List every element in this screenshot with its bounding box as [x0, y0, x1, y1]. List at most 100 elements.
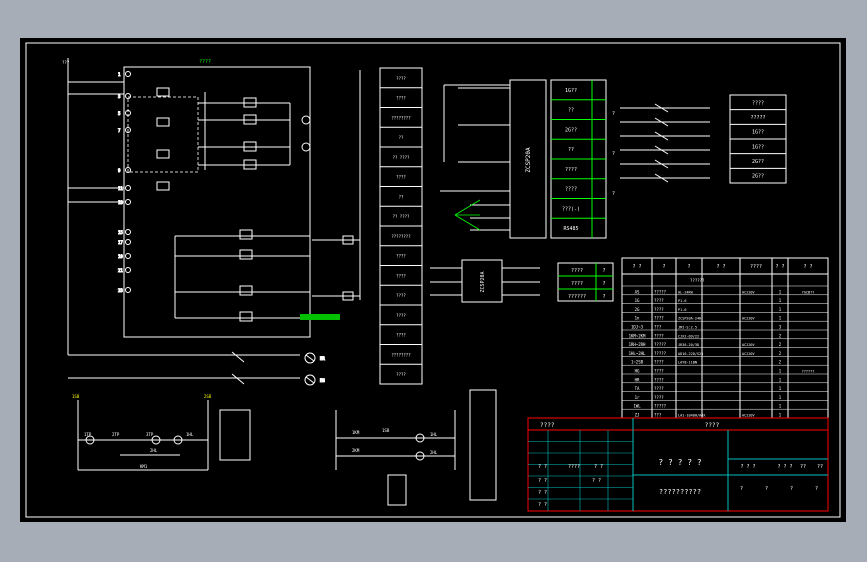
title-center: ? ? ? ? ?: [658, 458, 702, 467]
small-box-labels: ?????????????????: [568, 268, 606, 300]
rs485-row-label: ????: [565, 167, 577, 173]
middle-column-cells: ???????????????????? ???????????? ??????…: [380, 67, 422, 377]
parts-header: ?: [687, 264, 690, 270]
parts-qty: 1: [779, 377, 782, 382]
middle-cell-label: ????: [396, 372, 406, 377]
parts-code: 2G: [635, 307, 640, 312]
parts-spec: CJX2-09/22: [678, 334, 699, 338]
bottom-mid-label: 2KM: [352, 448, 360, 453]
title-meta: ? ? ?: [777, 464, 792, 470]
bottom-left-green-box: [219, 409, 251, 461]
parts-qty: 1: [779, 395, 782, 400]
terminal: [125, 229, 131, 235]
parts-name: ???: [654, 413, 662, 418]
parts-name: ????: [654, 316, 664, 321]
parts-name: ?????: [654, 342, 667, 347]
parts-spec: AL-24KW: [678, 290, 694, 294]
zcsp-chip-label: ZCSP20A: [525, 147, 532, 173]
drawing-sheet: [20, 38, 846, 522]
parts-spec: JR36-20/3D: [678, 343, 699, 347]
parts-code: 1KM~2KM: [629, 333, 646, 338]
bottom-mid-label: 1KM: [352, 430, 360, 435]
mini-chip-label: ZCSP20A: [480, 271, 486, 292]
parts-name: ???: [654, 325, 662, 330]
terminal: [125, 287, 131, 293]
legend-label: 2G??: [752, 174, 764, 180]
parts-qty: 1: [779, 404, 782, 409]
terminal-label: 3: [118, 94, 121, 99]
bottom-mid-label: 1HL: [430, 432, 438, 437]
middle-cell-label: ????: [396, 254, 406, 259]
middle-cell-label: ????????: [391, 115, 411, 120]
middle-cell-label: ????????: [391, 234, 411, 239]
middle-cell-label: ?? ????: [393, 214, 410, 219]
bottom-mid-diagram: [335, 389, 497, 506]
parts-header: ? ?: [775, 264, 784, 270]
title-bottom: ??????????: [659, 488, 701, 496]
middle-cell-label: ??: [399, 135, 404, 140]
outer-frame: [25, 42, 841, 518]
terminal-label: 13: [118, 200, 123, 205]
terminal-label: 9: [118, 168, 121, 173]
parts-spec: AD16-22D/S23: [678, 352, 703, 356]
rs485-row-label: RS485: [563, 226, 578, 232]
zcsp-green-wires: [454, 199, 481, 231]
legend-label: ?????: [750, 115, 765, 121]
parts-name: ????: [654, 360, 664, 365]
parts-name: ????: [654, 298, 664, 303]
small-box-mark: ?: [602, 268, 605, 274]
title-small-cell: ????: [568, 464, 580, 470]
middle-cell-label: ????????: [391, 352, 411, 357]
terminal: [125, 267, 131, 273]
parts-note: AC220V: [742, 352, 756, 356]
legend-label: 1G??: [752, 144, 764, 150]
legend-label: 2G??: [752, 159, 764, 165]
right-legend: ?????????1G??1G??2G??2G??: [730, 100, 786, 180]
terminal-label: 23: [118, 288, 123, 293]
title-small-cell: ? ?: [538, 478, 547, 484]
parts-code: 1WL: [633, 404, 641, 409]
zcsp-device: [440, 79, 547, 239]
parts-name: ?????: [654, 404, 667, 409]
rs485-side-mark: ?: [612, 151, 615, 157]
title-top-center: ????: [705, 422, 720, 429]
title-small-cell: ? ?: [538, 464, 547, 470]
title-block: ????????? ? ? ? ???????????? ? ?? ? ????…: [527, 417, 829, 512]
parts-table-frame: [621, 257, 829, 419]
bottom-left-label: 1TP: [84, 432, 92, 437]
title-right-cell: ?: [815, 486, 818, 492]
parts-name: ????: [654, 386, 664, 391]
bottom-left-label: 1SB: [72, 394, 80, 399]
parts-note: AC220V: [742, 414, 756, 418]
terminal: [125, 167, 131, 173]
parts-code: 1RH~2RH: [629, 342, 646, 347]
parts-spec: LAY8-11BN: [678, 361, 697, 365]
title-right-cell: ?: [765, 486, 768, 492]
parts-spec: LA1-1048H/A0X: [678, 414, 706, 418]
right-switch-block: [620, 103, 710, 183]
parts-header: ? ?: [803, 264, 812, 270]
left-green-title: ????: [199, 59, 211, 65]
green-indicator: [300, 314, 340, 320]
parts-qty: 1: [779, 316, 782, 321]
parts-spec: ZCSP20A-24H: [678, 317, 701, 321]
parts-name: ????: [654, 307, 664, 312]
terminal-label: 19: [118, 254, 123, 259]
parts-name: ????: [654, 395, 664, 400]
rs485-row-label: ??: [568, 108, 574, 114]
parts-code: AS: [635, 289, 640, 294]
parts-extra: ??????: [802, 370, 815, 374]
middle-cell-label: ????: [396, 96, 406, 101]
middle-cell-label: ????: [396, 293, 406, 298]
parts-qty: 3: [779, 325, 782, 330]
parts-spec: P1-6: [678, 308, 686, 312]
title-small-cell: ? ?: [538, 490, 547, 496]
parts-note: AC220V: [742, 343, 756, 347]
parts-code: HR: [635, 377, 640, 382]
rs485-row-label: ??: [568, 147, 574, 153]
parts-extra: ?GCB??: [802, 290, 815, 294]
parts-code: 1~2SB: [631, 360, 644, 365]
parts-qty: 2: [779, 360, 782, 365]
